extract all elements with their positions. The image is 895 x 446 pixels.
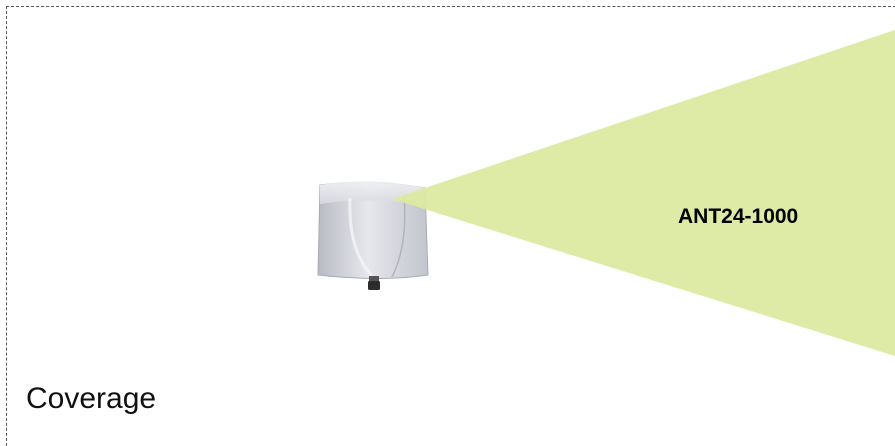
coverage-beam xyxy=(392,30,895,356)
antenna-model-label: ANT24-1000 xyxy=(678,205,798,229)
coverage-caption: Coverage xyxy=(26,382,156,416)
rf-connector-icon xyxy=(368,276,380,290)
